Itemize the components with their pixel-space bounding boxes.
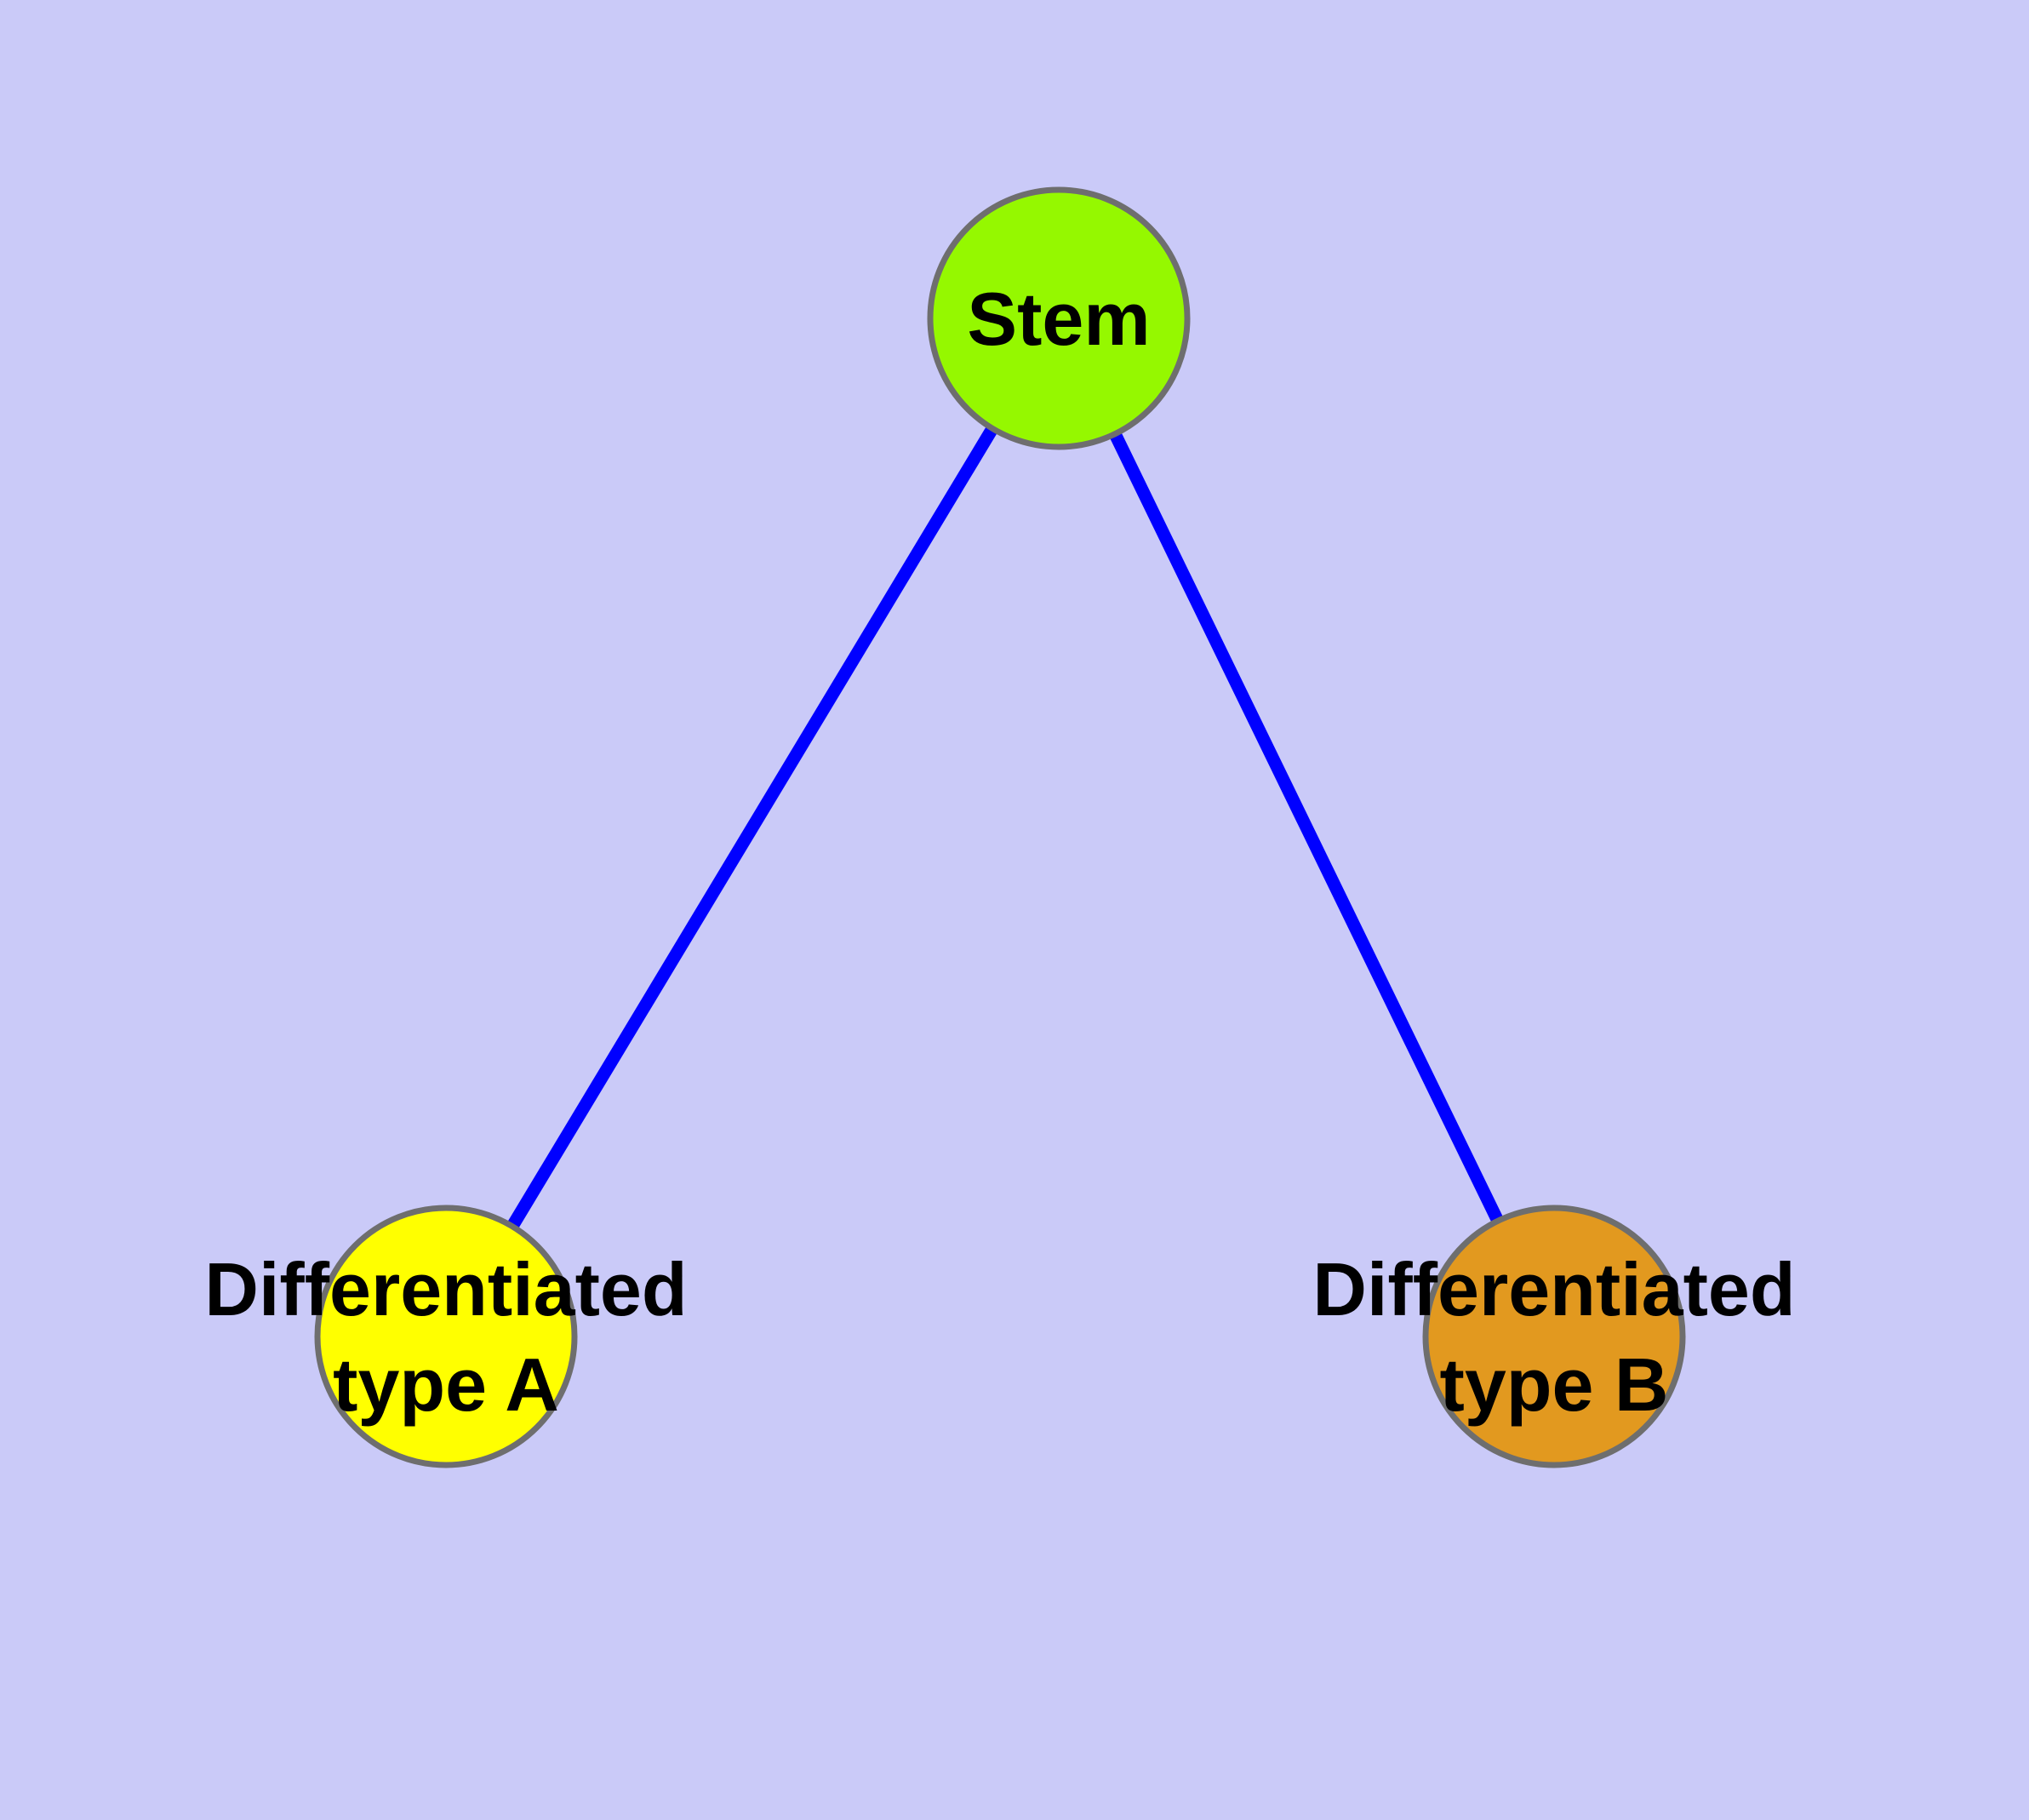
node-label-line: Differentiated <box>204 1247 687 1331</box>
node-label-diff-a: Differentiated type A <box>204 1247 687 1427</box>
edge-stem-to-diff-a <box>440 315 1065 1340</box>
node-circle-stem <box>927 186 1191 450</box>
nodes-layer <box>314 186 1686 1468</box>
node-label-line: Differentiated <box>1312 1247 1795 1331</box>
edges-layer <box>440 315 1560 1340</box>
node-circle-diff-b <box>1422 1205 1686 1468</box>
node-label-line: type A <box>333 1342 559 1427</box>
node-label-stem: Stem <box>967 277 1150 361</box>
edge-stem-to-diff-b <box>1053 315 1560 1340</box>
node-label-line: type B <box>1440 1342 1669 1427</box>
node-label-diff-b: Differentiated type B <box>1312 1247 1795 1427</box>
node-circle-diff-a <box>314 1205 578 1468</box>
node-label-line: Stem <box>967 277 1150 361</box>
